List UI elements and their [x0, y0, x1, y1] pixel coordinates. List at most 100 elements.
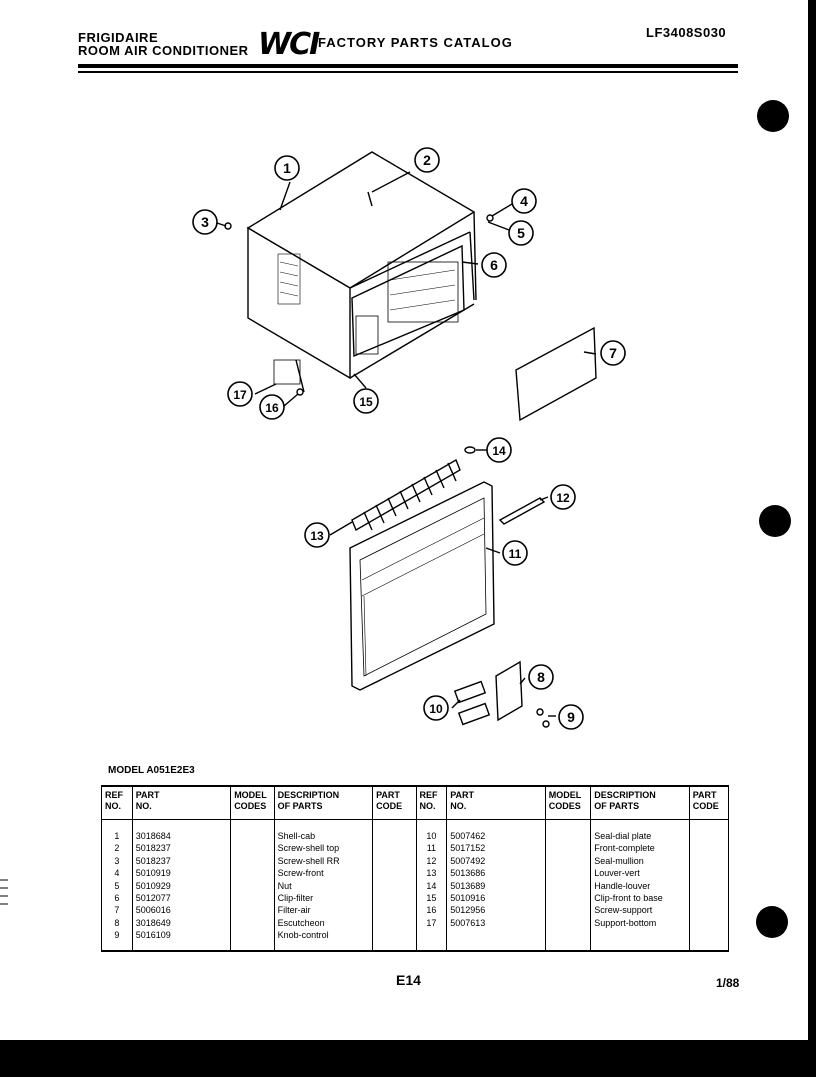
part-cell: 5018237 — [131, 854, 232, 868]
code-cell — [372, 854, 417, 868]
catalog-date: 1/88 — [716, 976, 740, 990]
product-name: ROOM AIR CONDITIONER — [78, 43, 249, 58]
callout-circle-icon — [353, 388, 379, 414]
part-cell: 3018649 — [131, 916, 232, 930]
ref-cell: 14 — [415, 879, 448, 893]
header-rule — [78, 64, 738, 68]
model-cell — [544, 929, 592, 952]
desc-cell: Screw-shell top — [273, 842, 374, 855]
page-number: E14 — [396, 972, 421, 988]
model-cell — [230, 854, 275, 868]
part-cell: 5007462 — [446, 819, 546, 843]
ref-cell: 13 — [415, 867, 448, 880]
code-cell — [372, 879, 417, 893]
callout-1: 1 — [274, 155, 300, 181]
callout-label: 4 — [520, 193, 528, 209]
callout-17: 17 — [227, 381, 253, 407]
callout-label: 12 — [556, 491, 570, 505]
wci-logo: WCI — [258, 27, 320, 62]
callout-10: 10 — [423, 695, 449, 721]
callout-4: 4 — [511, 188, 537, 214]
desc-cell: Screw-support — [590, 904, 690, 917]
callout-label: 16 — [265, 401, 279, 415]
desc-cell: Shell-cab — [273, 819, 374, 843]
model-cell — [230, 819, 275, 843]
callout-label: 10 — [429, 702, 443, 716]
model-cell — [230, 892, 275, 905]
callout-16: 16 — [259, 394, 285, 420]
callout-label: 8 — [537, 669, 545, 685]
desc-cell: Clip-filter — [273, 892, 374, 905]
ref-cell: 11 — [415, 842, 448, 855]
callout-circle-icon — [227, 381, 253, 407]
callout-8: 8 — [528, 664, 554, 690]
part-cell: 5013689 — [446, 879, 546, 893]
callout-circle-icon — [481, 252, 507, 278]
callout-label: 13 — [310, 529, 324, 543]
ref-cell — [415, 929, 448, 952]
ref-cell: 8 — [101, 916, 133, 930]
code-cell — [372, 842, 417, 855]
callout-circle-icon — [423, 695, 449, 721]
part-cell: 5010916 — [446, 892, 546, 905]
callout-circle-icon — [511, 188, 537, 214]
callout-circle-icon — [304, 522, 330, 548]
code-cell — [372, 904, 417, 917]
model-cell — [544, 904, 592, 917]
desc-cell: Screw-shell RR — [273, 854, 374, 868]
part-cell — [446, 929, 546, 952]
desc-cell: Screw-front — [273, 867, 374, 880]
model-cell — [230, 904, 275, 917]
callout-circle-icon — [274, 155, 300, 181]
header-rule-thin — [78, 71, 738, 73]
desc-cell: Nut — [273, 879, 374, 893]
code-cell — [688, 916, 730, 930]
callout-circle-icon — [414, 147, 440, 173]
code-cell — [688, 819, 730, 843]
callout-label: 3 — [201, 214, 209, 230]
desc-cell: Louver-vert — [590, 867, 690, 880]
callout-circle-icon — [558, 704, 584, 730]
callout-circle-icon — [550, 484, 576, 510]
part-cell: 5012956 — [446, 904, 546, 917]
callout-2: 2 — [414, 147, 440, 173]
ref-cell: 10 — [415, 819, 448, 843]
callout-label: 5 — [517, 225, 525, 241]
code-cell — [688, 842, 730, 855]
ref-cell: 1 — [101, 819, 133, 843]
binding-edge-marks-icon — [0, 870, 8, 920]
callout-circle-icon — [508, 220, 534, 246]
code-cell — [688, 892, 730, 905]
code-cell — [688, 854, 730, 868]
part-cell: 5010929 — [131, 879, 232, 893]
model-cell — [544, 916, 592, 930]
callout-label: 11 — [509, 547, 522, 561]
callout-12: 12 — [550, 484, 576, 510]
code-cell — [688, 867, 730, 880]
model-cell — [230, 916, 275, 930]
desc-cell: Knob-control — [273, 929, 374, 952]
callout-13: 13 — [304, 522, 330, 548]
callout-circle-icon — [600, 340, 626, 366]
model-cell — [230, 879, 275, 893]
ref-cell: 6 — [101, 892, 133, 905]
part-cell: 5006016 — [131, 904, 232, 917]
callout-label: 14 — [492, 444, 506, 458]
model-cell — [230, 867, 275, 880]
ref-cell: 9 — [101, 929, 133, 952]
cabinet-drawing — [216, 151, 597, 728]
code-cell — [688, 929, 730, 952]
model-cell — [544, 854, 592, 868]
